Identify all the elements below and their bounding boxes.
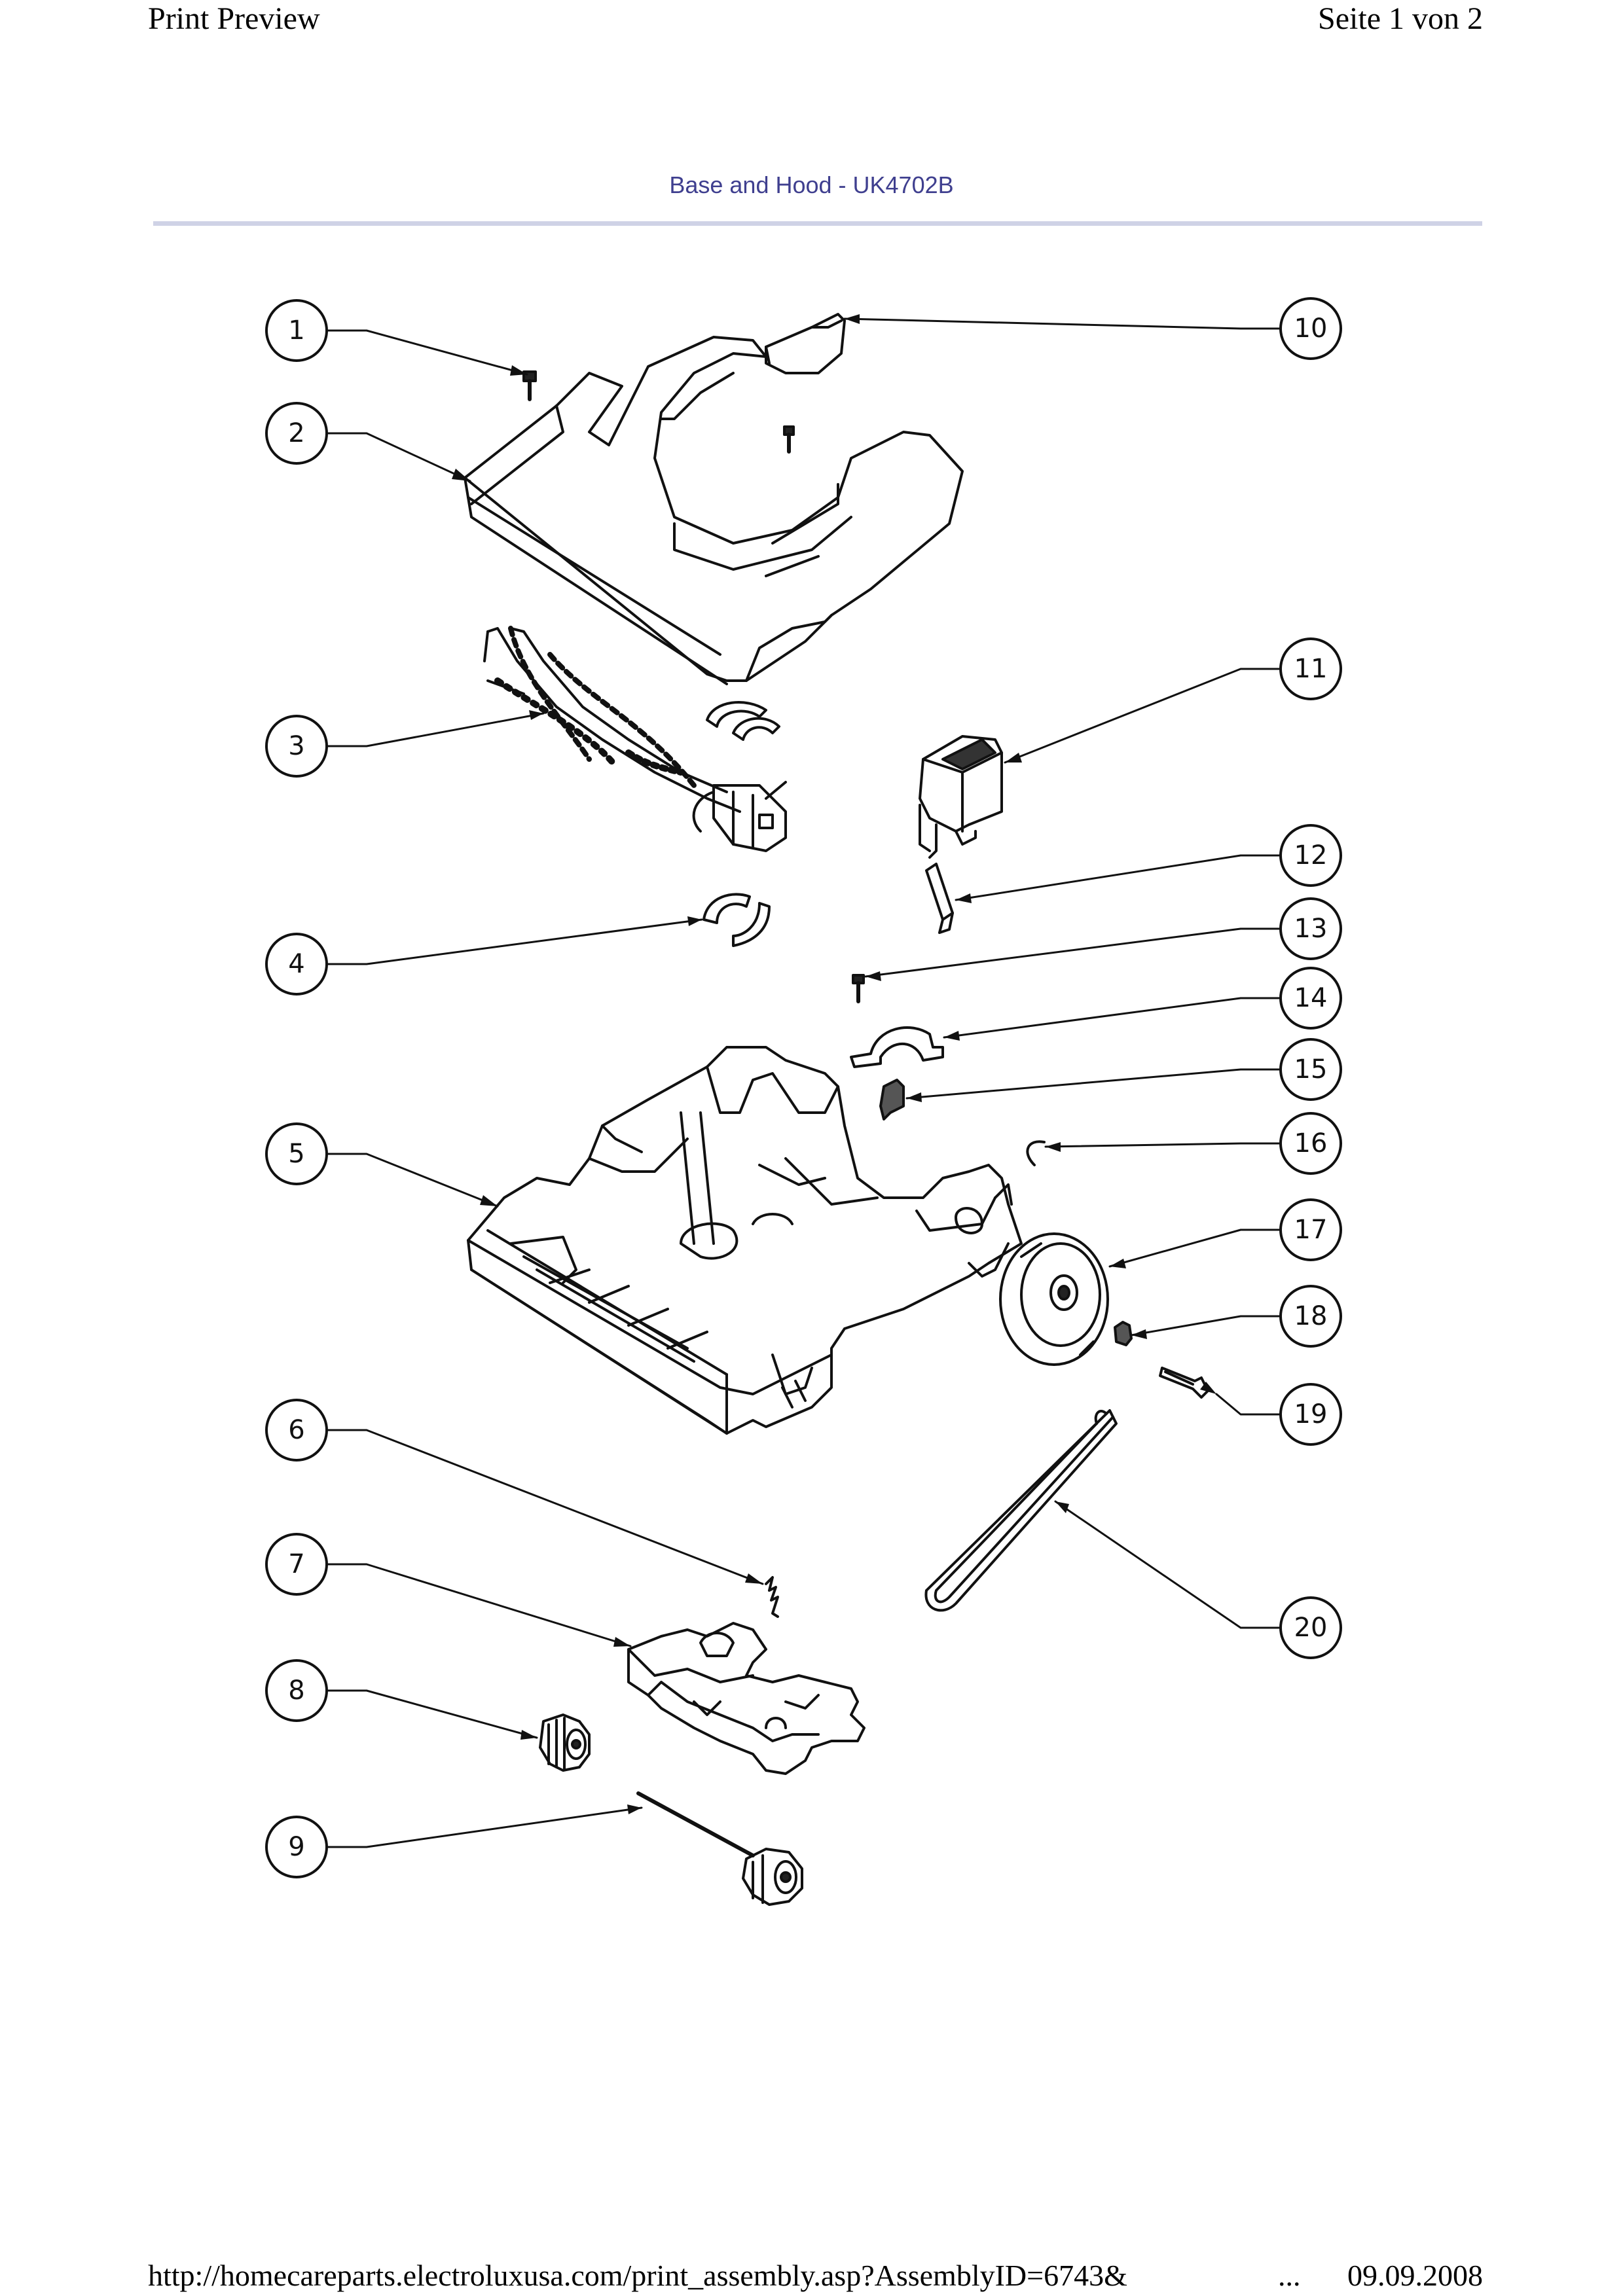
leader-lines [326,317,1281,1848]
callout-11: 11 [1294,654,1328,684]
part-3-clips [706,701,780,741]
callout-18: 18 [1294,1301,1328,1331]
callout-numbers: 1 2 3 4 5 6 7 8 9 10 11 12 13 14 15 16 1… [288,314,1327,1862]
part-13-screw [852,974,865,1003]
part-5-base [467,1046,1023,1435]
callout-8: 8 [288,1676,304,1706]
callout-5: 5 [288,1139,304,1169]
part-4-clips [702,893,771,947]
callout-3: 3 [288,731,304,761]
part-19-axle [1159,1367,1209,1399]
part-1-screw [522,370,537,401]
callout-4: 4 [288,949,304,979]
part-18-hubcap [1114,1321,1133,1346]
callout-16: 16 [1294,1128,1328,1158]
callout-12: 12 [1294,840,1328,870]
footer-right: ... 09.09.2008 [1239,2255,1483,2296]
callout-13: 13 [1294,914,1328,944]
part-8-roller [539,1713,591,1772]
leader-arrowheads [452,314,1216,1814]
callout-19: 19 [1294,1399,1328,1429]
part-14-bracket [850,1026,944,1068]
callout-10: 10 [1294,314,1328,344]
part-10-cap [765,313,846,374]
callout-20: 20 [1294,1613,1328,1643]
footer-date: 09.09.2008 [1347,2259,1483,2292]
page-title: Base and Hood - UK4702B [669,171,954,198]
part-16-ring [1026,1140,1046,1166]
part-12-lever [925,863,954,934]
part-2-hood [464,336,964,685]
footer-ellipsis: ... [1278,2259,1301,2292]
callout-6: 6 [288,1415,304,1445]
header-right: Seite 1 von 2 [1318,1,1483,36]
callout-circles [265,297,1342,1878]
part-9-shaft [636,1791,803,1906]
header-left: Print Preview [148,1,320,36]
callout-9: 9 [288,1832,304,1862]
callout-14: 14 [1294,983,1328,1013]
callout-17: 17 [1294,1215,1328,1245]
part-17-wheel [999,1232,1109,1366]
part-15-clip [879,1079,905,1121]
footer-url: http://homecareparts.electroluxusa.com/p… [148,2259,1127,2292]
footer: http://homecareparts.electroluxusa.com/p… [148,2255,1483,2296]
part-6-spring [765,1576,779,1618]
callout-1: 1 [288,315,304,346]
part-7-frame [627,1622,866,1775]
part-3-brushroll [483,626,787,852]
part-20-belt [924,1409,1118,1612]
callout-15: 15 [1294,1054,1328,1085]
title-rule [153,221,1482,226]
part-11-switch [919,735,1003,859]
callout-2: 2 [288,418,304,448]
callout-7: 7 [288,1549,304,1579]
